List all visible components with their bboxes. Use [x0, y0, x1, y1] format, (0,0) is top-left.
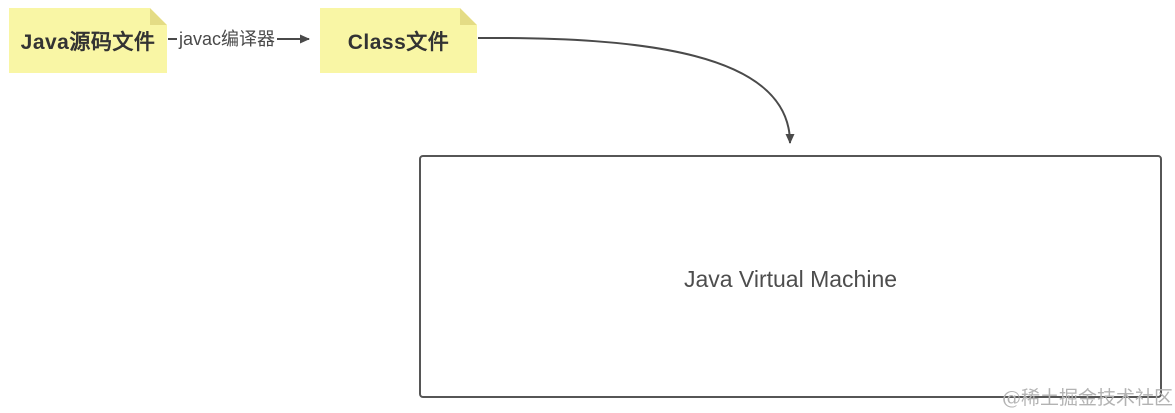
- node-java-source-file-label: Java源码文件: [20, 30, 156, 54]
- node-jvm-box: Java Virtual Machine: [419, 155, 1162, 398]
- node-class-file: Class文件: [320, 8, 477, 73]
- node-java-source-file: Java源码文件: [9, 8, 167, 73]
- watermark-text: @稀土掘金技术社区: [1001, 387, 1173, 409]
- classfile-to-jvm-arrow: [477, 36, 795, 144]
- node-class-file-label: Class文件: [347, 30, 450, 54]
- node-jvm-label: Java Virtual Machine: [683, 266, 898, 292]
- compile-arrow-label: javac编译器: [177, 28, 278, 50]
